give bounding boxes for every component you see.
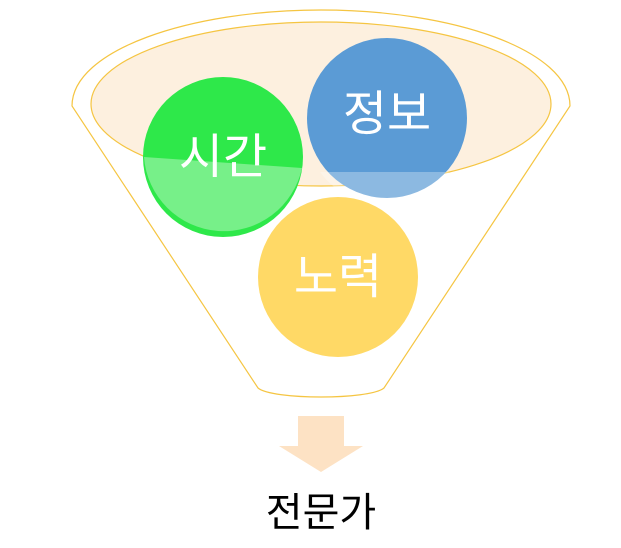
time-circle-lower <box>144 157 302 232</box>
funnel-item-time: 시간 <box>143 77 303 237</box>
time-label: 시간 <box>179 129 267 185</box>
funnel-item-info: 정보 <box>307 38 467 205</box>
info-circle-lower <box>320 172 449 205</box>
effort-circle <box>258 197 418 357</box>
effort-label: 노력 <box>294 249 382 305</box>
info-label: 정보 <box>343 86 431 142</box>
info-circle <box>307 38 467 198</box>
result-label: 전문가 <box>266 490 376 536</box>
funnel-item-effort: 노력 <box>258 197 418 357</box>
time-circle <box>143 77 303 237</box>
down-arrow-icon <box>279 416 363 472</box>
